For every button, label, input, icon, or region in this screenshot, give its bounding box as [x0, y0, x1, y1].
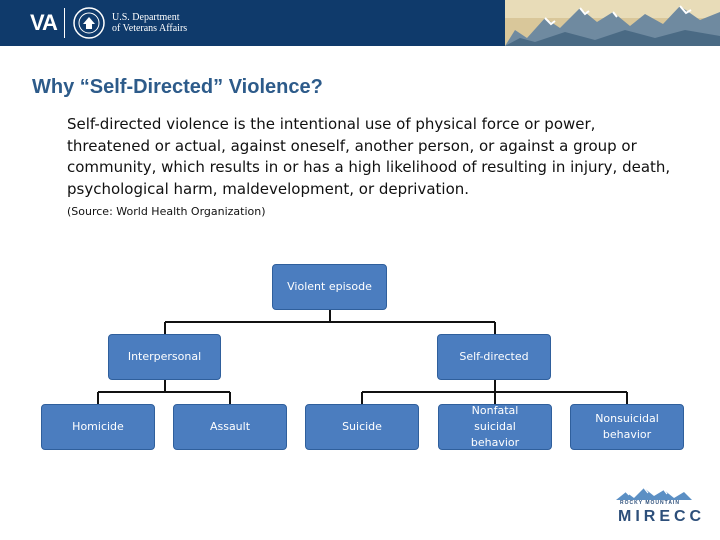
slide-title: Why “Self-Directed” Violence? — [32, 76, 323, 98]
diagram-node-nonfatal-suicidal-behavior: Nonfatal suicidal behavior — [438, 404, 552, 450]
mirecc-logo-text: MIRECC — [618, 508, 706, 525]
department-name: U.S. Department of Veterans Affairs — [112, 12, 187, 34]
mirecc-subtitle: ROCKY MOUNTAIN — [620, 500, 680, 506]
header-divider — [64, 8, 65, 38]
va-logo: VA — [30, 10, 58, 35]
source-citation: (Source: World Health Organization) — [67, 205, 266, 218]
diagram-node-homicide: Homicide — [41, 404, 155, 450]
diagram-node-suicide: Suicide — [305, 404, 419, 450]
mountains-banner-image — [505, 0, 720, 46]
diagram-node-assault: Assault — [173, 404, 287, 450]
va-seal-icon — [73, 7, 105, 39]
definition-text: Self-directed violence is the intentiona… — [67, 115, 671, 198]
mirecc-mountain-logo-icon — [616, 487, 692, 500]
diagram-node-self-directed: Self-directed — [437, 334, 551, 380]
diagram-node-interpersonal: Interpersonal — [108, 334, 221, 380]
department-line-2: of Veterans Affairs — [112, 23, 188, 34]
diagram-node-nonsuicidal-behavior: Nonsuicidal behavior — [570, 404, 684, 450]
department-line-1: U.S. Department — [112, 12, 180, 23]
diagram-node-violent-episode: Violent episode — [272, 264, 387, 310]
va-header-bar: VA U.S. Department of Veterans Affairs — [0, 0, 720, 46]
